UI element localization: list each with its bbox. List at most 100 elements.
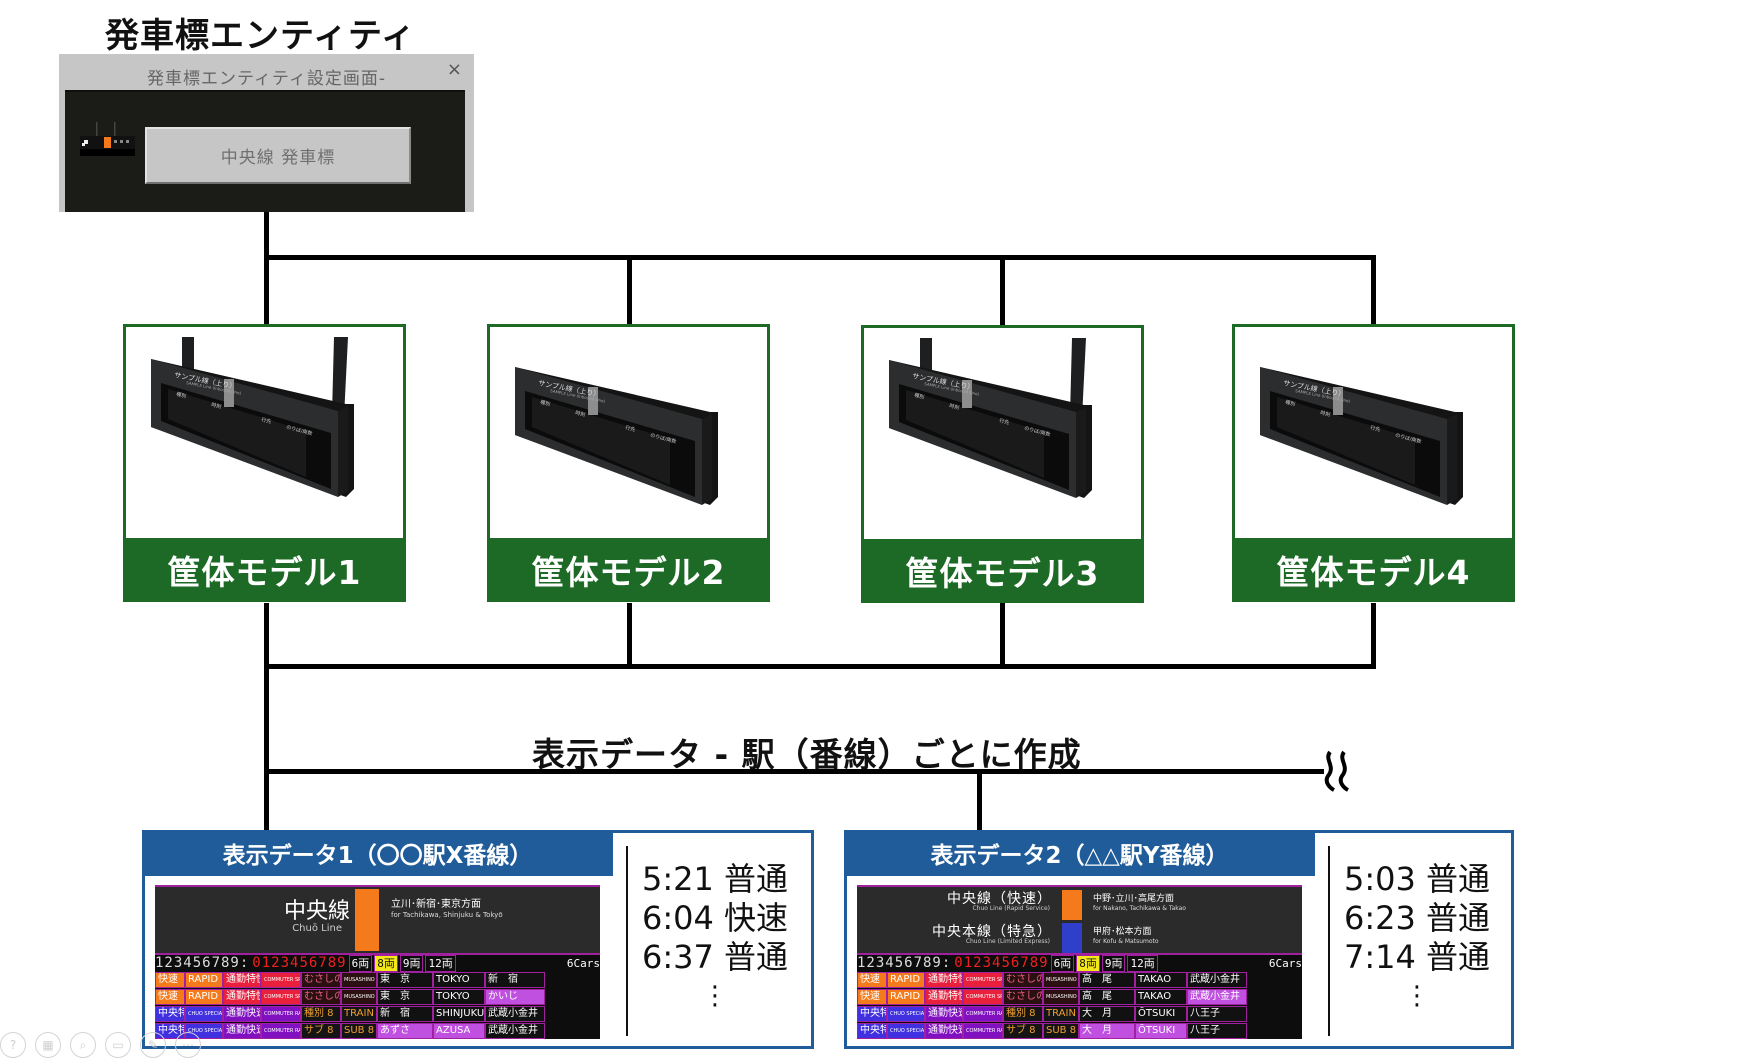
board-cell: COMMUTER SPECIAL RAPID <box>963 972 1003 988</box>
board-cell: 大 月 <box>1079 1006 1135 1022</box>
board-column-label: 行先 <box>260 416 271 425</box>
model-box-2[interactable]: サンプル線（上り）SAMPLE Line (Inbound Line)種別時刻行… <box>487 324 770 602</box>
board-cell: 武蔵小金井 <box>1187 989 1247 1005</box>
board-cell: 通勤特快 <box>925 972 963 988</box>
mount-pole <box>1070 338 1086 418</box>
board-cell: TAKAO <box>1135 989 1187 1005</box>
board-cell: サブ 8 <box>301 1023 341 1039</box>
car-count-cell: 12両 <box>425 955 456 972</box>
board-cell: TRAIN TYPE 8 <box>341 1006 377 1022</box>
board-cell: COMMUTER SPECIAL RAPID <box>261 972 301 988</box>
board-cell: MUSASHINO <box>341 972 377 988</box>
board-cell: 通勤快速 <box>223 1023 261 1039</box>
board-cell: 中央特快 <box>155 1006 185 1022</box>
board-cell: 東 京 <box>377 972 433 988</box>
entity-entry-button[interactable]: 中央線 発車標 <box>145 127 411 184</box>
board-cell: 東 京 <box>377 989 433 1005</box>
board-cell: 通勤特快 <box>223 989 261 1005</box>
timetable-entry: 5:03 普通 <box>1344 860 1491 898</box>
board-cell: 快速 <box>857 989 887 1005</box>
data-set-header: 表示データ1（〇〇駅X番線） <box>142 830 613 876</box>
digit-cells-red: 0123456789 <box>954 955 1049 971</box>
model-label: 筐体モデル2 <box>487 538 770 602</box>
subtitles-icon[interactable]: ▭ <box>105 1032 131 1058</box>
grid-view-icon[interactable]: ▦ <box>35 1032 61 1058</box>
board-cell: 種別 8 <box>1003 1006 1043 1022</box>
board-cell: MUSASHINO <box>1043 972 1079 988</box>
board-cell: TOKYO <box>433 972 485 988</box>
line-destination-en: for Kofu & Matsumoto <box>1093 938 1159 945</box>
display-screen <box>532 397 670 485</box>
mount-pole <box>332 337 348 417</box>
board-column-label: 時刻 <box>948 402 959 411</box>
board-column-label: 行先 <box>1369 424 1380 433</box>
board-cell: 武蔵小金井 <box>485 1006 545 1022</box>
car-count-tail: 6Cars <box>566 957 600 970</box>
line-color-bar <box>588 387 598 415</box>
timetable-entry: 5:21 普通 <box>642 860 789 898</box>
model-box-1[interactable]: サンプル線（上り）SAMPLE Line (Inbound Line)種別時刻行… <box>123 324 406 602</box>
divider <box>1328 846 1330 1036</box>
board-row: 快速RAPID通勤特快COMMUTER SPECIAL RAPIDむさしの号MU… <box>155 989 600 1005</box>
line-color-bar <box>1062 890 1082 920</box>
model-label: 筐体モデル4 <box>1232 538 1515 602</box>
timetable-entry: 6:04 快速 <box>642 899 789 937</box>
car-count-cell: 9両 <box>1101 955 1126 972</box>
board-cell: COMMUTER SPECIAL RAPID <box>261 989 301 1005</box>
close-icon[interactable]: × <box>446 59 462 80</box>
more-entries-icon: ⋮ <box>702 981 729 1011</box>
board-cell: COMMUTER RAPID <box>261 1006 301 1022</box>
pen-off-icon[interactable]: ✎ <box>140 1032 166 1058</box>
board-cell: 種別 8 <box>301 1006 341 1022</box>
board-cell: 中央特快 <box>155 1023 185 1039</box>
model-box-3[interactable]: サンプル線（上り）SAMPLE Line (Inbound Line)種別時刻行… <box>861 325 1144 603</box>
connector-line <box>264 664 1376 669</box>
line-name-en: Chuo Line (Limited Express) <box>965 938 1050 945</box>
board-cell: COMMUTER SPECIAL RAPID <box>963 989 1003 1005</box>
line-color-bar <box>962 380 972 408</box>
line-destination: 中野･立川･高尾方面 <box>1093 894 1175 904</box>
divider <box>626 846 628 1036</box>
board-column-label: 種別 <box>175 391 186 400</box>
board-cell: COMMUTER RAPID <box>963 1023 1003 1039</box>
board-column-label: 時刻 <box>1319 409 1330 418</box>
board-cell: ŌTSUKI <box>1135 1006 1187 1022</box>
model-label: 筐体モデル1 <box>123 538 406 602</box>
board-housing-image: サンプル線（上り）SAMPLE Line (Inbound Line)種別時刻行… <box>515 367 718 505</box>
board-cell: むさしの号 <box>301 989 341 1005</box>
entity-settings-window: 発車標エンティティ設定画面- × 中央線 発車標 <box>59 54 474 212</box>
more-options-icon[interactable]: ⋯ <box>175 1032 201 1058</box>
line-destination: 立川･新宿･東京方面 <box>391 899 481 910</box>
data-caption: 表示データ - 駅（番線）ごとに作成 <box>532 735 1082 774</box>
board-cell: RAPID <box>887 989 925 1005</box>
board-cell: TOKYO <box>433 989 485 1005</box>
board-cell: ŌTSUKI <box>1135 1023 1187 1039</box>
continuation-squiggle-icon <box>1324 750 1350 792</box>
board-cell: かいじ <box>485 989 545 1005</box>
line-color-bar <box>355 889 379 951</box>
departure-board-icon <box>80 122 135 156</box>
board-cell: CHUO SPECIAL RAPID <box>185 1006 223 1022</box>
timetable-list: 5:03 普通 6:23 普通 7:14 普通 ⋮ <box>1344 860 1491 1009</box>
board-column-label: 行先 <box>624 424 635 433</box>
board-cell: 快速 <box>857 972 887 988</box>
line-name: 中央本線（特急） <box>932 924 1052 940</box>
window-body: 中央線 発車標 <box>65 90 465 212</box>
timetable-entry: 7:14 普通 <box>1344 938 1491 976</box>
connector-line <box>627 255 632 325</box>
data-set-2[interactable]: 表示データ2（△△駅Y番線） 中央線（快速）Chuo Line (Rapid S… <box>844 830 1514 1049</box>
car-count-cell: 8両 <box>1076 955 1100 972</box>
help-icon[interactable]: ? <box>0 1032 26 1058</box>
connector-line <box>1371 603 1376 666</box>
model-box-4[interactable]: サンプル線（上り）SAMPLE Line (Inbound Line)種別時刻行… <box>1232 324 1515 602</box>
car-count-cell: 8両 <box>374 955 398 972</box>
digit-cells-red: 0123456789 <box>252 955 347 971</box>
zoom-icon[interactable]: ⌕ <box>70 1032 96 1058</box>
slideshow-toolbar: ? ▦ ⌕ ▭ ✎ ⋯ <box>0 1032 201 1058</box>
board-housing-image: サンプル線（上り）SAMPLE Line (Inbound Line)種別時刻行… <box>151 337 354 497</box>
car-count-tail: 6Cars <box>1268 957 1302 970</box>
board-cell: 八王子 <box>1187 1006 1247 1022</box>
